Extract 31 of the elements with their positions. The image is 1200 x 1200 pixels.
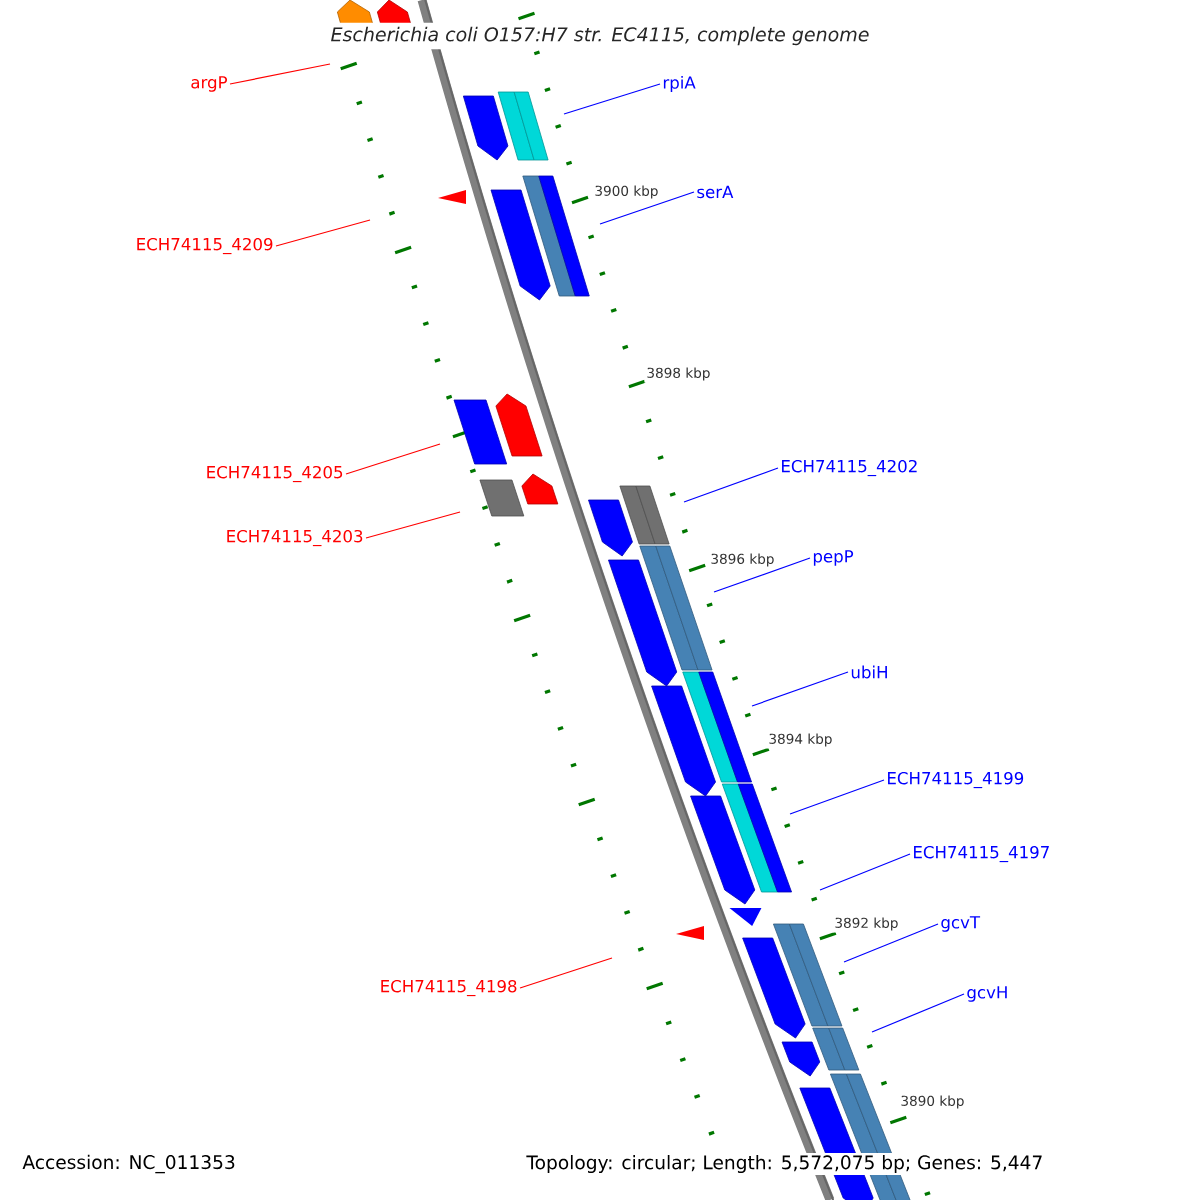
leader-line <box>819 853 911 891</box>
gene-label: ECH74115_4205 <box>207 465 343 483</box>
leader-line <box>365 511 461 539</box>
leader-line <box>751 671 849 707</box>
footer-text: Topology: circular; Length: 5,572,075 bp; Genes: 5,447 <box>524 1153 1046 1175</box>
title: Escherichia coli O157:H7 str. EC4115, complete genome <box>326 22 874 50</box>
gene-label: ECH74115_4197 <box>914 845 1049 863</box>
leader-line <box>275 219 371 247</box>
leader-line <box>789 779 885 815</box>
leader-line <box>683 467 779 503</box>
gene-label: ECH74115_4202 <box>782 459 917 477</box>
leader-line <box>713 557 811 593</box>
gene-label: serA <box>697 185 734 199</box>
gene-label: ECH74115_4198 <box>381 979 517 997</box>
gene-label: gcvT <box>941 916 981 932</box>
gene-label: ECH74115_4209 <box>137 237 273 255</box>
leader-line <box>843 923 939 963</box>
gene-label: pepP <box>813 550 854 566</box>
leader-line <box>599 191 695 225</box>
footer-text: Accession: NC_011353 <box>20 1152 238 1176</box>
gene-label: gcvH <box>967 986 1007 1002</box>
gene-label: rpiA <box>663 76 696 93</box>
leader-line <box>563 83 661 115</box>
leader-line <box>229 63 331 85</box>
leader-line <box>871 993 965 1033</box>
leader-line <box>345 443 441 475</box>
gene-label: ECH74115_4199 <box>888 771 1024 789</box>
gene-label: ubiH <box>851 665 887 679</box>
leader-line <box>519 957 613 989</box>
gene-label: ECH74115_4203 <box>227 529 363 547</box>
gene-label: argP <box>191 76 228 92</box>
